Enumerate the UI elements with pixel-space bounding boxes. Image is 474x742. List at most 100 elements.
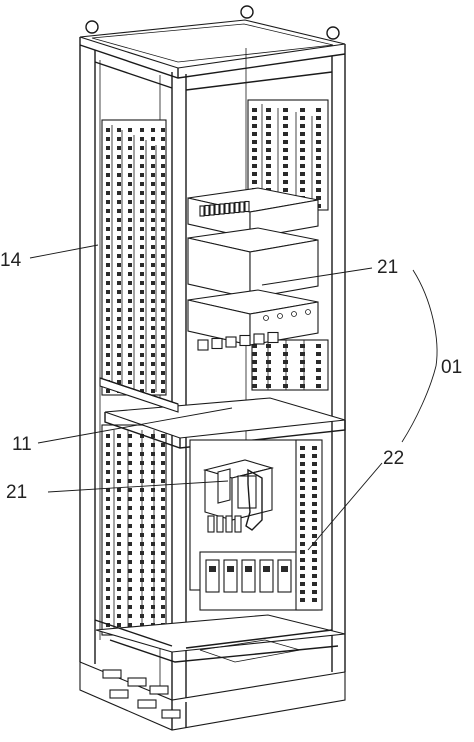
terminal-mark bbox=[316, 344, 321, 348]
terminal-mark bbox=[252, 352, 257, 356]
terminal-mark bbox=[128, 443, 132, 447]
terminal-mark bbox=[300, 352, 305, 356]
terminal-mark bbox=[161, 290, 165, 294]
terminal-mark bbox=[140, 488, 144, 492]
terminal-mark bbox=[128, 290, 132, 294]
terminal-mark bbox=[151, 173, 155, 177]
terminal-mark bbox=[106, 389, 110, 393]
terminal-mark bbox=[151, 209, 155, 213]
terminal-mark bbox=[312, 470, 317, 474]
terminal-mark bbox=[266, 368, 271, 372]
terminal-mark bbox=[266, 116, 271, 120]
terminal-mark bbox=[140, 128, 144, 132]
terminal-mark bbox=[106, 272, 110, 276]
terminal-mark bbox=[161, 227, 165, 231]
terminal-mark bbox=[283, 180, 288, 184]
terminal-mark bbox=[106, 596, 110, 600]
cross-rails bbox=[94, 61, 333, 649]
terminal-mark bbox=[300, 462, 305, 466]
terminal-mark bbox=[140, 254, 144, 258]
terminal-mark bbox=[161, 326, 165, 330]
terminal-mark bbox=[151, 587, 155, 591]
terminal-mark bbox=[117, 623, 121, 627]
terminal-mark bbox=[252, 124, 257, 128]
terminal-mark bbox=[106, 569, 110, 573]
terminal-mark bbox=[151, 470, 155, 474]
terminal-mark bbox=[312, 526, 317, 530]
terminal-mark bbox=[140, 308, 144, 312]
terminal-mark bbox=[300, 344, 305, 348]
label-14: 14 bbox=[0, 250, 22, 271]
terminal-mark bbox=[151, 281, 155, 285]
terminal-mark bbox=[140, 299, 144, 303]
terminal-mark bbox=[106, 524, 110, 528]
terminal-mark bbox=[151, 263, 155, 267]
terminal-mark bbox=[161, 380, 165, 384]
terminal-mark bbox=[106, 236, 110, 240]
terminal-mark bbox=[161, 452, 165, 456]
terminal-mark bbox=[106, 434, 110, 438]
terminal-mark bbox=[316, 180, 321, 184]
upper-equipment-trays bbox=[187, 187, 319, 351]
terminal-mark bbox=[106, 470, 110, 474]
terminal-mark bbox=[300, 598, 305, 602]
terminal-mark bbox=[151, 164, 155, 168]
breaker-terminal bbox=[225, 515, 233, 533]
terminal-mark bbox=[128, 515, 132, 519]
terminal-mark bbox=[117, 614, 121, 618]
terminal-mark bbox=[161, 128, 165, 132]
terminal-mark bbox=[128, 497, 132, 501]
terminal-mark bbox=[151, 614, 155, 618]
terminal-mark bbox=[106, 200, 110, 204]
terminal-mark bbox=[266, 172, 271, 176]
terminal-mark bbox=[117, 299, 121, 303]
terminal-mark bbox=[128, 452, 132, 456]
terminal-mark bbox=[106, 371, 110, 375]
module-cell bbox=[225, 336, 237, 348]
terminal-mark bbox=[140, 245, 144, 249]
terminal-mark bbox=[316, 376, 321, 380]
terminal-mark bbox=[117, 596, 121, 600]
terminal-mark bbox=[106, 218, 110, 222]
terminal-mark bbox=[151, 434, 155, 438]
terminal-mark bbox=[117, 515, 121, 519]
terminal-mark bbox=[106, 164, 110, 168]
terminal-mark bbox=[117, 488, 121, 492]
terminal-mark bbox=[161, 218, 165, 222]
terminal-mark bbox=[140, 290, 144, 294]
terminal-mark bbox=[161, 281, 165, 285]
terminal-mark bbox=[300, 590, 305, 594]
label-22: 22 bbox=[383, 448, 404, 469]
terminal-mark bbox=[128, 605, 132, 609]
terminal-mark bbox=[161, 389, 165, 393]
terminal-mark bbox=[140, 470, 144, 474]
terminal-mark bbox=[151, 254, 155, 258]
terminal-mark bbox=[140, 218, 144, 222]
terminal-mark bbox=[312, 534, 317, 538]
terminal-mark bbox=[161, 236, 165, 240]
terminal-mark bbox=[266, 108, 271, 112]
terminal-mark bbox=[151, 335, 155, 339]
terminal-mark bbox=[312, 486, 317, 490]
terminal-mark bbox=[117, 434, 121, 438]
terminal-mark bbox=[106, 515, 110, 519]
contactor-screw bbox=[227, 566, 234, 572]
terminal-mark bbox=[128, 254, 132, 258]
terminal-mark bbox=[161, 173, 165, 177]
terminal-mark bbox=[106, 137, 110, 141]
terminal-mark bbox=[252, 376, 257, 380]
breaker-terminal bbox=[234, 515, 242, 533]
mini-switch bbox=[239, 201, 245, 213]
terminal-mark bbox=[117, 128, 121, 132]
terminal-mark bbox=[266, 180, 271, 184]
terminal-mark bbox=[151, 218, 155, 222]
terminal-mark bbox=[128, 263, 132, 267]
terminal-mark bbox=[140, 272, 144, 276]
terminal-mark bbox=[128, 587, 132, 591]
terminal-mark bbox=[151, 560, 155, 564]
terminal-mark bbox=[128, 191, 132, 195]
terminal-mark bbox=[252, 116, 257, 120]
terminal-mark bbox=[140, 209, 144, 213]
terminal-mark bbox=[161, 299, 165, 303]
terminal-mark bbox=[128, 137, 132, 141]
